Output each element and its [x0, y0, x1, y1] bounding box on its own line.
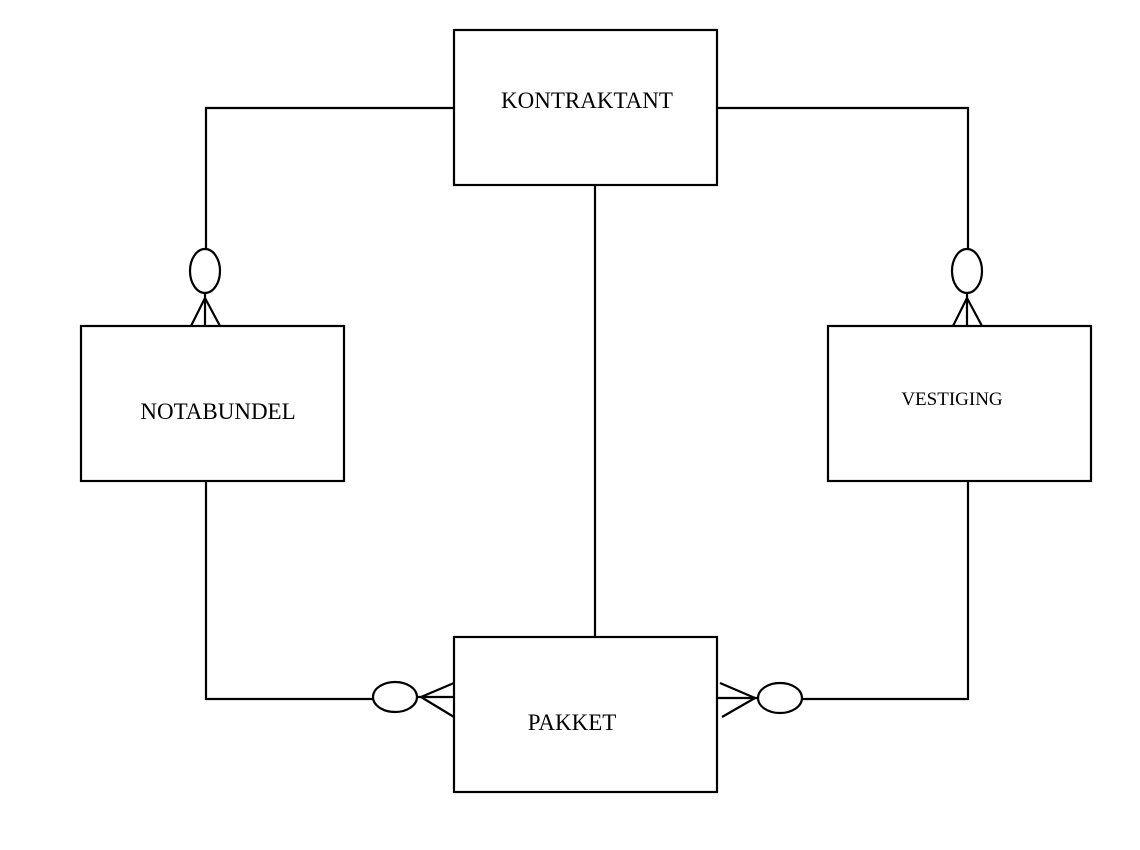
zero-optional-symbol [756, 681, 804, 715]
entity-kontraktant: KONTRAKTANT [452, 28, 719, 187]
entity-box [452, 28, 719, 187]
entity-box [826, 324, 1093, 483]
crows-foot-left [190, 297, 206, 327]
entity-label: PAKKET [528, 710, 617, 735]
connector-line [204, 481, 373, 701]
crows-foot-left [952, 297, 968, 327]
connector-line [204, 106, 454, 249]
entity-pakket: PAKKET [452, 635, 719, 794]
crows-foot-bottom [420, 696, 455, 718]
crows-foot-top [719, 681, 756, 700]
zero-optional-symbol [188, 247, 222, 295]
connector-line [803, 481, 970, 701]
connector-line [718, 106, 970, 249]
crows-foot-bottom [721, 697, 756, 718]
crows-foot-right [204, 297, 221, 327]
relationship-notabundel-pakket [204, 481, 455, 718]
zero-optional-symbol [950, 247, 984, 295]
entity-label: NOTABUNDEL [140, 399, 295, 424]
entity-vestiging: VESTIGING [826, 324, 1093, 483]
crows-foot-top [420, 681, 455, 699]
relationship-kontraktant-vestiging [718, 106, 984, 327]
entity-notabundel: NOTABUNDEL [79, 324, 346, 483]
zero-optional-symbol [371, 680, 419, 714]
entity-box [452, 635, 719, 794]
entity-label: KONTRAKTANT [501, 88, 673, 113]
relationship-vestiging-pakket [718, 481, 970, 718]
entity-label: VESTIGING [901, 389, 1003, 410]
relationship-kontraktant-notabundel [188, 106, 454, 327]
entity-box [79, 324, 346, 483]
crows-foot-right [966, 297, 983, 327]
